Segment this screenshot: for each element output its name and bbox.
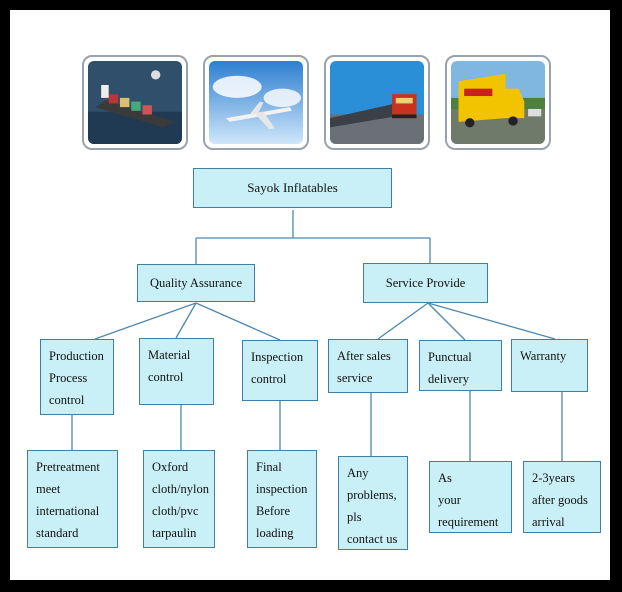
root-node-box: Sayok Inflatables Quality&Service (193, 168, 392, 208)
airplane-photo (203, 55, 309, 150)
as-requirement-box: As your requirement (429, 461, 512, 533)
any-problems-box: Any problems, pls contact us (338, 456, 408, 550)
freight-train-photo (324, 55, 430, 150)
inspection-control-box: Inspection control (242, 340, 318, 401)
cargo-ship-photo (82, 55, 188, 150)
connector-lines (71, 210, 563, 461)
pretreatment-box: Pretreatment meet international standard (27, 450, 118, 548)
service-provide-box: Service Provide (363, 263, 488, 303)
warranty-years-box: 2-3years after goods arrival (523, 461, 601, 533)
quality-assurance-box: Quality Assurance (137, 264, 255, 302)
delivery-truck-photo (445, 55, 551, 150)
materials-list-box: Oxford cloth/nylon cloth/pvc tarpaulin (143, 450, 215, 548)
production-process-control-box: Production Process control (40, 339, 114, 415)
material-control-box: Material control (139, 338, 214, 405)
punctual-delivery-time-box: Punctual delivery time (419, 340, 502, 391)
after-sales-service-box: After sales service (328, 339, 408, 393)
warranty-box: Warranty (511, 339, 588, 392)
final-inspection-box: Final inspection Before loading (247, 450, 317, 548)
page-frame: Sayok Inflatables Quality&Service Qualit… (10, 10, 610, 580)
